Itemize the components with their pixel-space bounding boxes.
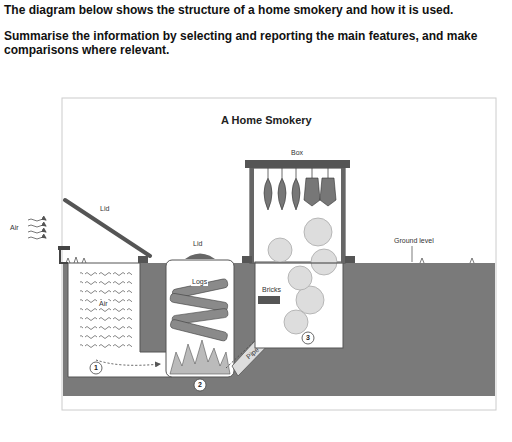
instruction-text: The diagram below shows the structure of… [4,4,504,18]
callout-number: 3 [306,334,310,342]
part-label: Air [10,224,19,232]
part-label: Bricks [261,286,282,294]
diagram-title: A Home Smokery [221,114,312,127]
part-label: Ground level [394,237,434,245]
instruction-text: Summarise the information by selecting a… [4,30,504,58]
callout-number: 1 [94,364,98,372]
part-label: Logs [191,278,208,286]
part-label: Lid [100,205,109,213]
callout-number: 2 [198,381,202,389]
part-label: Lid [193,240,202,248]
part-label: Air [98,300,109,308]
part-label: Box [291,149,303,157]
